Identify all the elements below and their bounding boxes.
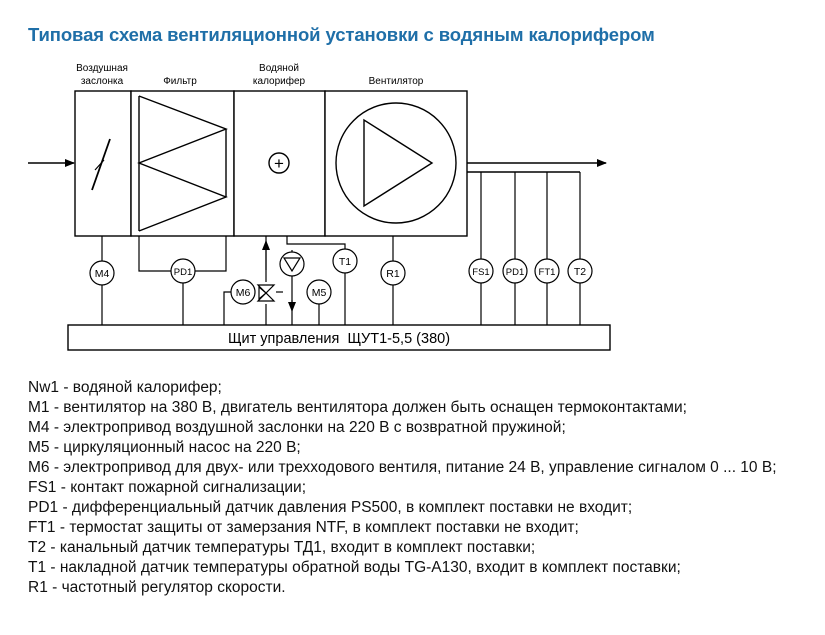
sensor-m6-label: M6 [236, 287, 251, 299]
sensor-pd1-duct-label: PD1 [506, 267, 524, 278]
pump-triangle [282, 257, 302, 273]
section-label-damper-line2: заслонка [81, 76, 124, 87]
heater-symbol-icon [268, 152, 290, 174]
sensor-m6-circle [230, 279, 256, 305]
pump-icon [279, 251, 305, 277]
sensor-m4-circle [89, 260, 115, 286]
sensor-t1-label: T1 [339, 256, 351, 268]
legend-item: T1 - накладной датчик температуры обратн… [28, 559, 681, 576]
sensor-ft1-circle [534, 258, 560, 284]
sensor-t1-circle [332, 248, 358, 274]
section-label-damper-line1: Воздушная [76, 63, 128, 74]
fan-icon [335, 102, 457, 224]
legend-item: M4 - электропривод воздушной заслонки на… [28, 419, 566, 436]
sensor-pd1-duct-circle [502, 258, 528, 284]
legend-item: Nw1 - водяной калорифер; [28, 379, 222, 396]
sensor-t2-circle [567, 258, 593, 284]
sensor-m5-label: M5 [312, 287, 327, 299]
section-label-filter: Фильтр [163, 76, 197, 87]
sensor-r1-circle [380, 260, 406, 286]
three-way-valve-icon [256, 284, 276, 302]
sensor-t2-label: T2 [574, 266, 586, 278]
section-label-heater-line2: калорифер [253, 75, 306, 87]
sensor-m5-circle [306, 279, 332, 305]
filter-section [130, 90, 235, 237]
legend-item: T2 - канальный датчик температуры ТД1, в… [28, 539, 536, 556]
fan-triangle [363, 118, 434, 208]
damper-blade-mark [94, 159, 105, 171]
sensor-pd1-filter-label: PD1 [174, 267, 192, 278]
damper-blade [91, 138, 111, 191]
damper-section [74, 90, 132, 237]
ventilation-diagram: Воздушная заслонка Фильтр Водяной калори… [28, 63, 611, 351]
section-label-fan: Вентилятор [369, 76, 424, 87]
legend-item: M5 - циркуляционный насос на 220 В; [28, 439, 301, 456]
legend-item: FT1 - термостат защиты от замерзания NTF… [28, 519, 579, 536]
legend-item: M1 - вентилятор на 380 В, двигатель вент… [28, 399, 687, 416]
sensor-ft1-label: FT1 [539, 267, 556, 278]
sensor-fs1-circle [468, 258, 494, 284]
sensor-r1-label: R1 [386, 268, 400, 280]
heater-plus: + [274, 154, 284, 173]
sensor-fs1-label: FS1 [472, 267, 489, 278]
control-panel-label: Щит управления ЩУТ1-5,5 (380) [228, 331, 450, 347]
sensor-pd1-filter-circle [170, 258, 196, 284]
legend-item: M6 - электропривод для двух- или трехход… [28, 459, 777, 476]
legend-item: PD1 - дифференциальный датчик давления P… [28, 499, 633, 516]
sensor-m4-label: M4 [95, 268, 110, 280]
legend-list: Nw1 - водяной калорифер; M1 - вентилятор… [28, 378, 777, 598]
section-label-heater-line1: Водяной [259, 63, 299, 74]
legend-item: R1 - частотный регулятор скорости. [28, 579, 286, 596]
page-title: Типовая схема вентиляционной установки с… [28, 24, 655, 45]
legend-item: FS1 - контакт пожарной сигнализации; [28, 479, 307, 496]
control-panel [67, 324, 611, 351]
